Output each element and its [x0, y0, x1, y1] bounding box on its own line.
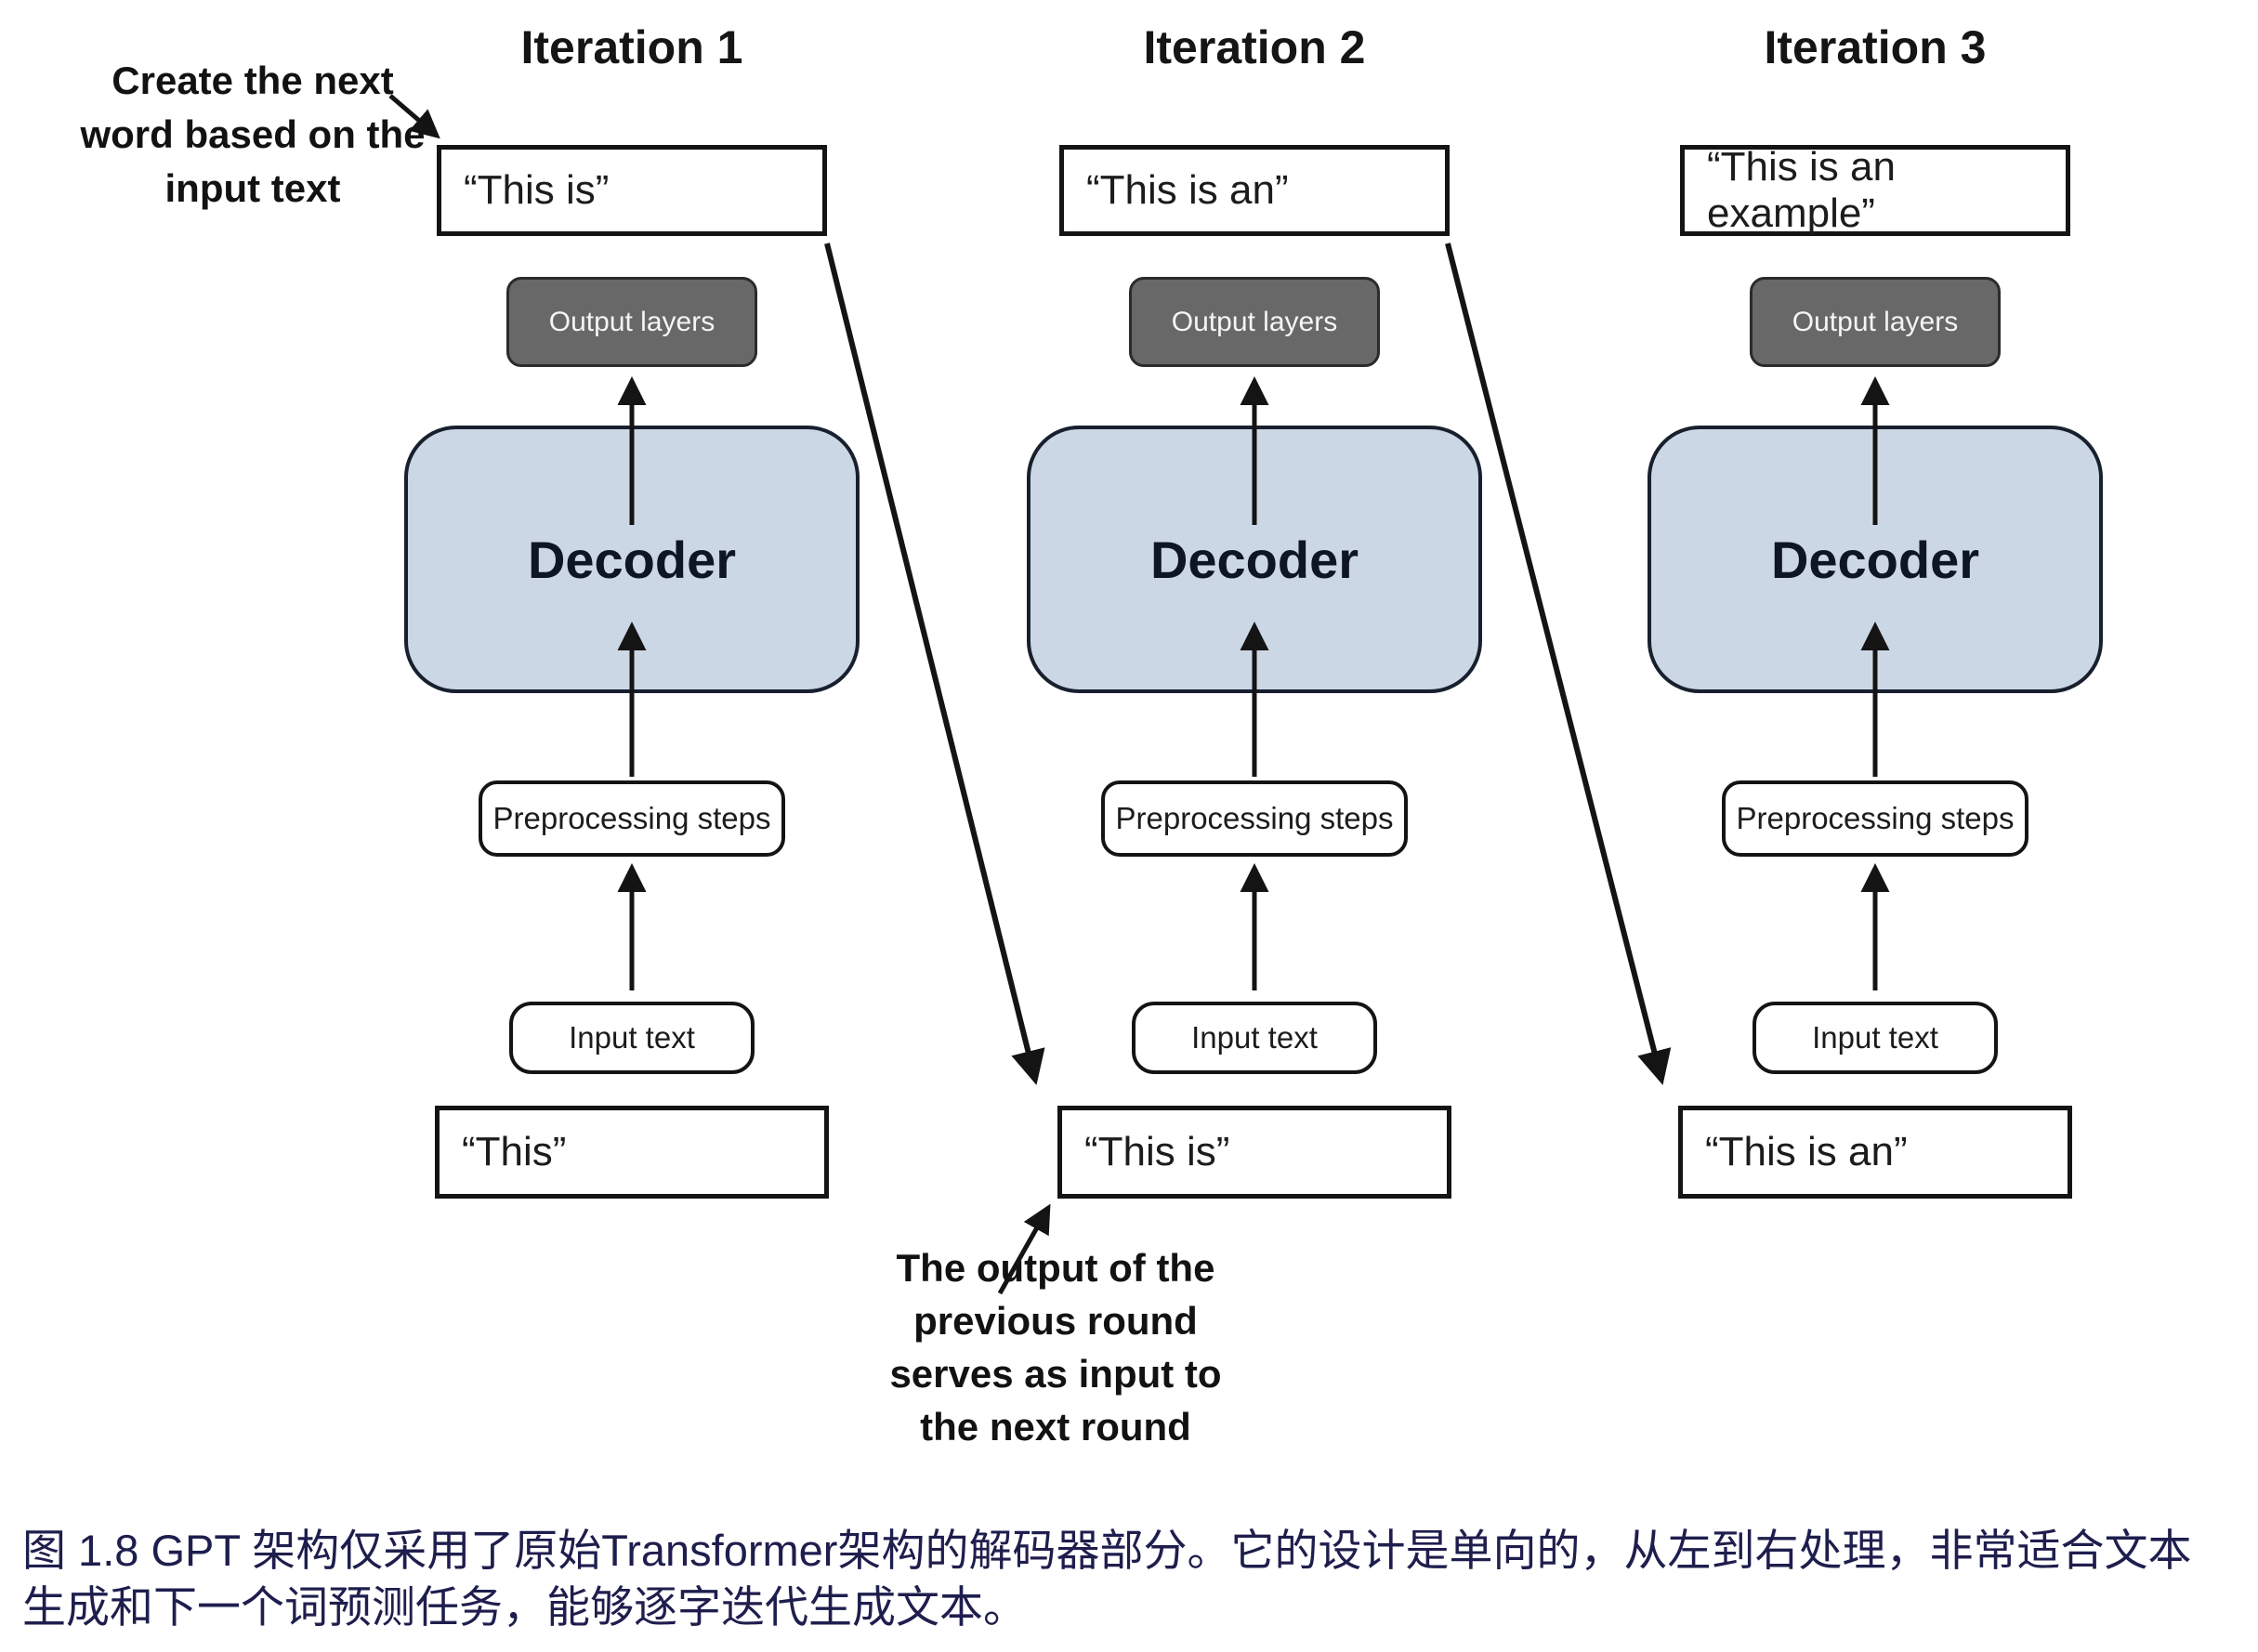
annotation-line: word based on the: [80, 112, 426, 156]
input-text-label: Input text: [1191, 1020, 1318, 1055]
figure-caption-line-1: 图 1.8 GPT 架构仅采用了原始Transformer架构的解码器部分。它的…: [22, 1526, 2192, 1575]
iteration-3-input-quote: “This is an”: [1705, 1129, 1908, 1174]
preprocessing-label: Preprocessing steps: [1115, 801, 1394, 835]
iteration-1-input-quote: “This”: [462, 1129, 567, 1174]
iteration-2-output-layers-box: Output layers: [1129, 277, 1380, 367]
iteration-2-input-quote-box: “This is”: [1057, 1106, 1451, 1199]
output-layers-label: Output layers: [1171, 306, 1338, 337]
annotation-line: Create the next: [112, 59, 394, 102]
iteration-2-output-text: “This is an”: [1086, 167, 1289, 213]
decoder-label: Decoder: [1770, 530, 1980, 589]
iteration-3-header: Iteration 3: [1764, 21, 1987, 73]
iteration-3-output-text: “This is an example”: [1707, 144, 1896, 236]
iteration-2-header: Iteration 2: [1143, 21, 1366, 73]
annotation-line: serves as input to: [889, 1352, 1222, 1396]
output-layers-label: Output layers: [1792, 306, 1959, 337]
input-text-label: Input text: [1812, 1020, 1938, 1055]
iteration-3-output-layers-box: Output layers: [1750, 277, 2001, 367]
iteration-2-output-text-box: “This is an”: [1059, 145, 1450, 236]
iteration-2-decoder-box: Decoder: [1027, 426, 1482, 693]
iteration-1-output-text: “This is”: [464, 167, 610, 213]
iteration-3-decoder-box: Decoder: [1648, 426, 2103, 693]
iteration-1-output-layers-box: Output layers: [506, 277, 757, 367]
output-serves-annotation: The output of the previous round serves …: [860, 1241, 1251, 1453]
annotation-line: the next round: [920, 1405, 1191, 1449]
annotation-line: The output of the: [896, 1246, 1215, 1290]
annotation-line: input text: [164, 166, 341, 210]
iteration-3-output-text-box: “This is an example”: [1680, 144, 2070, 236]
output-layers-label: Output layers: [548, 306, 715, 337]
iteration-3-input-quote-box: “This is an”: [1678, 1106, 2072, 1199]
decoder-label: Decoder: [527, 530, 737, 589]
input-text-label: Input text: [569, 1020, 695, 1055]
iteration-1-preprocessing-box: Preprocessing steps: [479, 780, 785, 857]
preprocessing-label: Preprocessing steps: [492, 801, 771, 835]
iteration-3-preprocessing-box: Preprocessing steps: [1722, 780, 2028, 857]
preprocessing-label: Preprocessing steps: [1736, 801, 2015, 835]
iteration-1-decoder-box: Decoder: [404, 426, 860, 693]
iteration-3-input-text-box: Input text: [1753, 1002, 1998, 1074]
iteration-1-header: Iteration 1: [520, 21, 743, 73]
iteration-1-input-text-box: Input text: [509, 1002, 755, 1074]
arrow-output2-to-input3: [1445, 243, 1672, 1085]
figure-caption-line-2: 生成和下一个词预测任务，能够逐字迭代生成文本。: [22, 1582, 1027, 1632]
iteration-1-input-quote-box: “This”: [435, 1106, 829, 1199]
iteration-2-preprocessing-box: Preprocessing steps: [1101, 780, 1408, 857]
create-next-annotation: Create the next word based on the input …: [58, 54, 448, 216]
arrow-output1-to-input2: [824, 243, 1045, 1085]
decoder-label: Decoder: [1149, 530, 1359, 589]
iteration-2-input-text-box: Input text: [1132, 1002, 1377, 1074]
annotation-line: previous round: [913, 1299, 1198, 1343]
figure-caption: 图 1.8 GPT 架构仅采用了原始Transformer架构的解码器部分。它的…: [22, 1522, 2249, 1635]
iteration-2-input-quote: “This is”: [1084, 1129, 1230, 1174]
iteration-1-output-text-box: “This is”: [437, 145, 827, 236]
